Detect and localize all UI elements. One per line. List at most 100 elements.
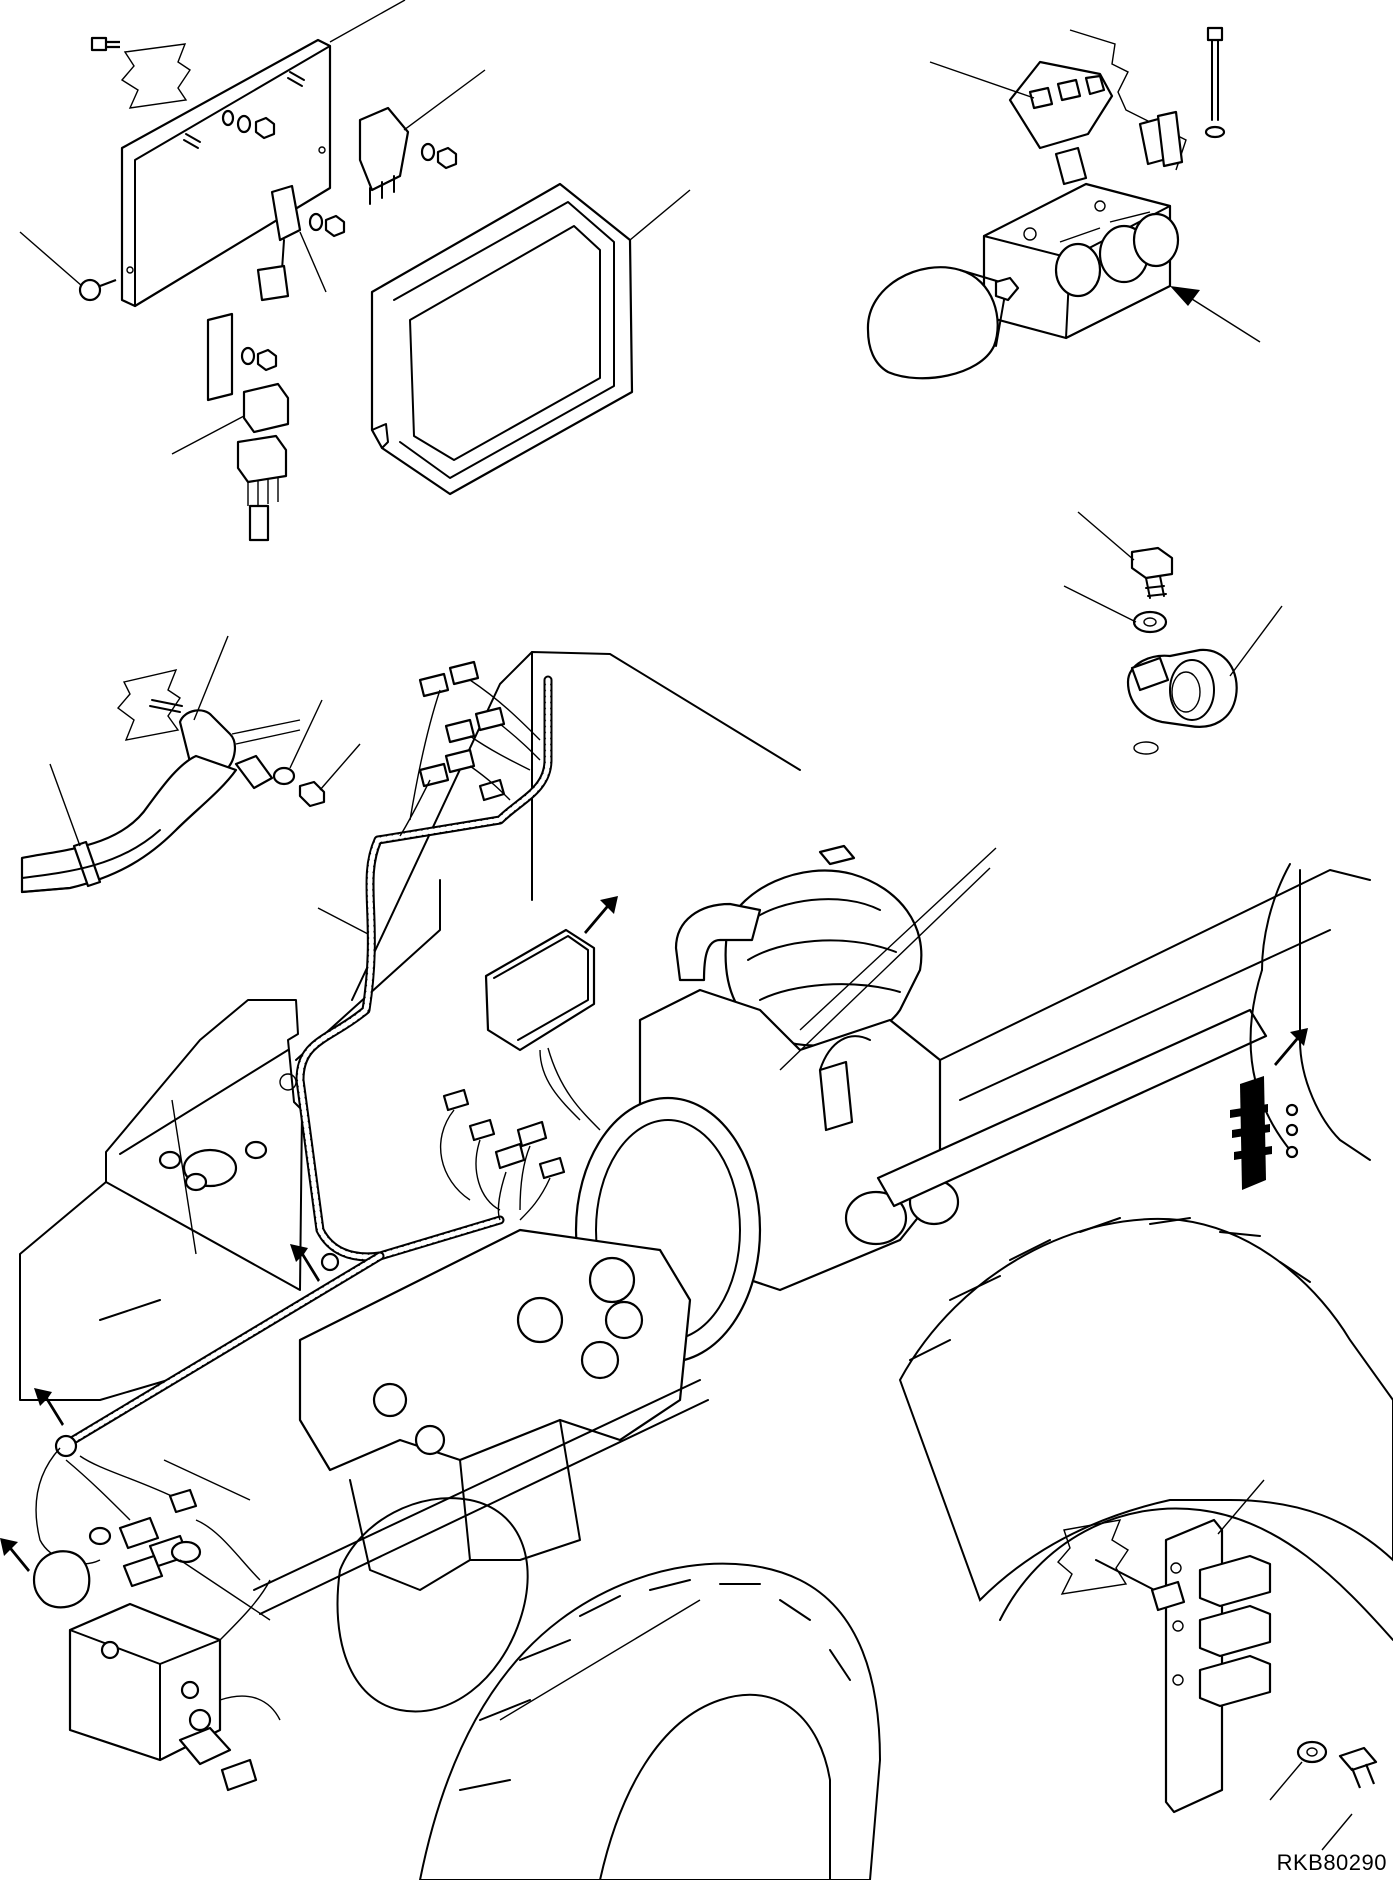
leader-line bbox=[299, 231, 327, 293]
machine-main-view bbox=[0, 651, 1393, 1880]
arrow-head bbox=[1170, 286, 1200, 306]
relay bbox=[242, 382, 290, 434]
solenoid-valve bbox=[1054, 242, 1102, 298]
bolt bbox=[1206, 26, 1224, 42]
leader-line bbox=[193, 635, 229, 721]
relay-socket bbox=[236, 434, 288, 484]
drawing-code: RKB80290 bbox=[1276, 1850, 1387, 1875]
drive-shaft bbox=[876, 1008, 1268, 1208]
leader-line bbox=[1321, 1813, 1353, 1851]
controller-unit bbox=[484, 928, 596, 1052]
connector bbox=[168, 1488, 198, 1514]
leader-line bbox=[929, 61, 1035, 99]
connector bbox=[418, 672, 450, 698]
connector bbox=[256, 264, 290, 302]
terminal-bracket bbox=[1008, 60, 1114, 150]
turbo-pipe bbox=[674, 902, 762, 982]
leader-line bbox=[779, 867, 991, 1071]
leader-line bbox=[163, 1459, 251, 1501]
stud bbox=[149, 699, 183, 713]
arrow-marker bbox=[0, 1538, 30, 1572]
arrow-marker bbox=[34, 1388, 64, 1426]
harness-sleeve bbox=[20, 754, 238, 894]
leader-line bbox=[1183, 293, 1261, 343]
harness-clamp-detail bbox=[20, 635, 361, 894]
connector bbox=[474, 706, 506, 732]
nut bbox=[254, 116, 276, 140]
leader-line bbox=[171, 1099, 197, 1255]
leader-line bbox=[629, 189, 691, 241]
leader-line bbox=[289, 699, 323, 769]
accumulator bbox=[866, 266, 999, 380]
filler-cap bbox=[818, 844, 856, 866]
leader-line bbox=[171, 415, 245, 455]
washer bbox=[1296, 1740, 1328, 1764]
leader-line bbox=[317, 907, 369, 935]
leader-line bbox=[1229, 605, 1283, 677]
connector bbox=[444, 748, 476, 774]
accumulator bbox=[32, 1550, 91, 1609]
controller-unit-detail bbox=[370, 182, 691, 496]
chassis-reference-cutout bbox=[116, 669, 181, 741]
valve-block-detail bbox=[866, 26, 1261, 380]
bolt bbox=[1338, 1746, 1378, 1789]
leader-line bbox=[1217, 1479, 1265, 1535]
connector bbox=[468, 1118, 496, 1142]
clamp bbox=[320, 1252, 340, 1272]
connector bbox=[118, 1516, 160, 1550]
relay bbox=[358, 106, 410, 192]
solenoid-valve bbox=[1132, 212, 1180, 268]
washer bbox=[236, 114, 252, 134]
arrow-marker bbox=[1274, 1028, 1308, 1066]
connector bbox=[442, 1088, 470, 1112]
terminal-plate-detail bbox=[1057, 1479, 1378, 1851]
nut bbox=[256, 348, 278, 372]
controller-unit bbox=[370, 182, 634, 496]
washer bbox=[1132, 610, 1168, 634]
nut bbox=[436, 146, 458, 170]
brake-valve-assembly bbox=[0, 1447, 281, 1792]
solenoid bbox=[1156, 110, 1184, 168]
leader-line bbox=[1269, 1761, 1303, 1801]
terminal-block bbox=[1198, 1654, 1272, 1708]
leader-line bbox=[1077, 511, 1135, 561]
washer bbox=[420, 142, 436, 162]
grommet-detail bbox=[1063, 511, 1283, 755]
solenoid bbox=[1054, 146, 1088, 186]
nut bbox=[298, 780, 326, 808]
arrow-marker bbox=[290, 1244, 320, 1282]
washer bbox=[221, 109, 235, 127]
terminal-block bbox=[1198, 1554, 1272, 1608]
terminal-block bbox=[1198, 1604, 1272, 1658]
connector bbox=[516, 1120, 548, 1148]
bolt bbox=[90, 36, 120, 52]
connector bbox=[448, 660, 480, 686]
leader-line bbox=[499, 1599, 701, 1721]
connector bbox=[122, 1554, 164, 1588]
rear-tire bbox=[898, 1217, 1393, 1602]
stud bbox=[287, 71, 305, 87]
chassis-reference-cutout bbox=[120, 43, 191, 109]
leader-line bbox=[19, 231, 83, 287]
connector bbox=[538, 1156, 566, 1180]
washer bbox=[240, 346, 256, 366]
leader-line bbox=[799, 847, 997, 1031]
front-tire bbox=[418, 1562, 882, 1880]
bolt bbox=[78, 278, 117, 302]
connector bbox=[494, 1142, 526, 1170]
leader-line bbox=[403, 69, 486, 131]
clamp bbox=[72, 840, 102, 888]
leader-line bbox=[1063, 585, 1137, 623]
relay bbox=[270, 184, 302, 242]
bracket-plate bbox=[120, 38, 332, 308]
spacer-plate bbox=[206, 312, 234, 402]
washer bbox=[1204, 125, 1226, 139]
stud bbox=[183, 133, 201, 149]
starter-motor bbox=[844, 1190, 908, 1246]
arrow-marker bbox=[584, 896, 618, 934]
bolt bbox=[1130, 546, 1174, 580]
leader-line bbox=[329, 0, 406, 43]
connector bbox=[444, 718, 476, 744]
frame-left bbox=[105, 999, 303, 1291]
